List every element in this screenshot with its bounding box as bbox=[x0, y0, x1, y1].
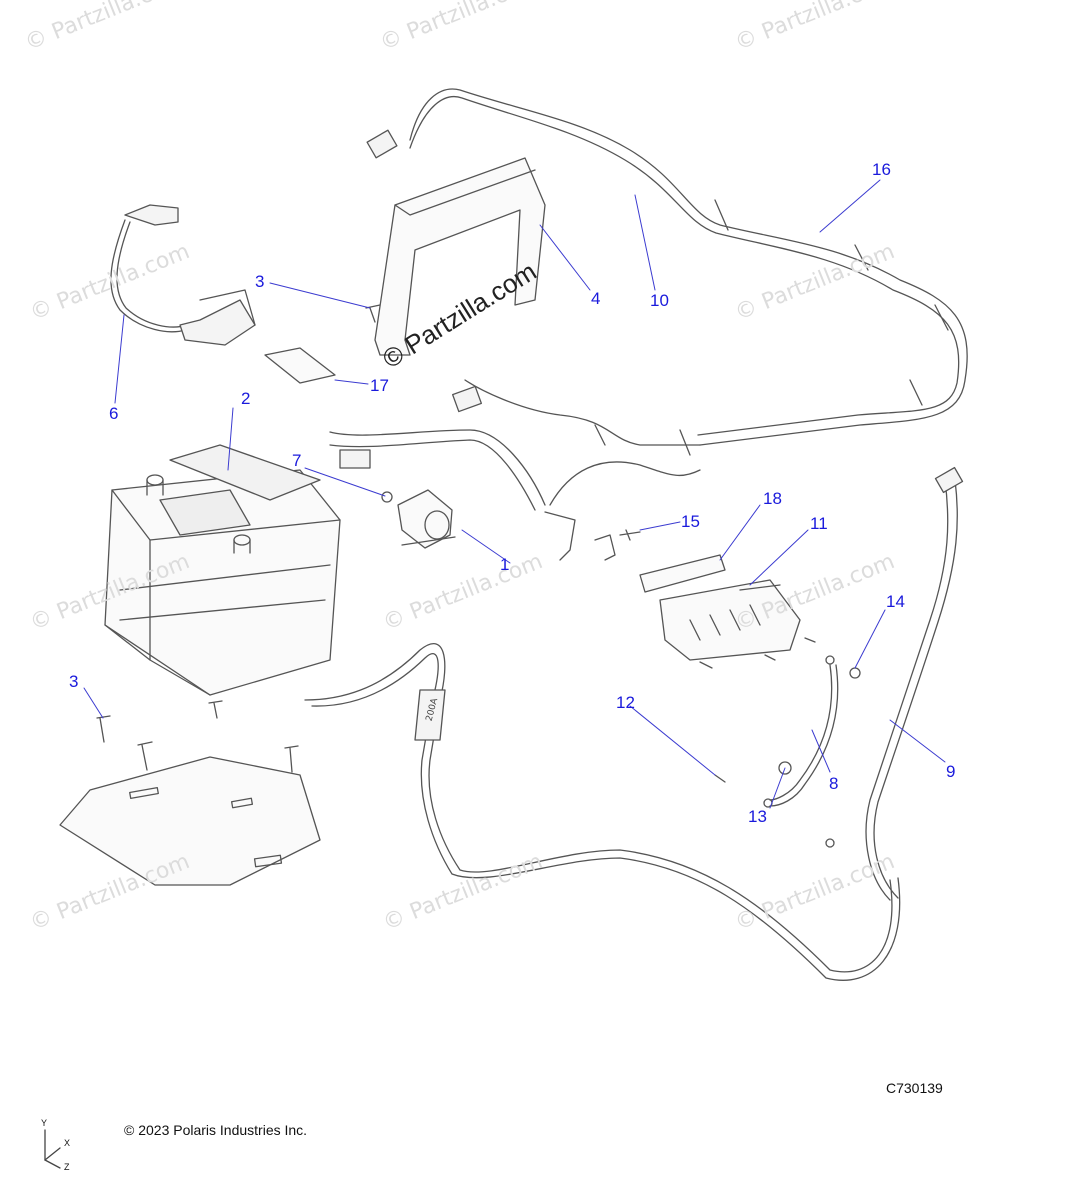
cable-8 bbox=[763, 655, 839, 808]
bolts bbox=[96, 304, 381, 773]
battery-bracket bbox=[374, 157, 546, 356]
callout-6[interactable]: 6 bbox=[109, 404, 119, 423]
callout-3[interactable]: 3 bbox=[69, 672, 79, 691]
battery-cable-200a bbox=[304, 643, 901, 981]
label-17 bbox=[264, 347, 336, 384]
callout-3[interactable]: 3 bbox=[255, 272, 265, 291]
callout-10[interactable]: 10 bbox=[650, 291, 669, 310]
cable-6 bbox=[110, 204, 256, 346]
cable-9 bbox=[825, 466, 964, 901]
callout-13[interactable]: 13 bbox=[748, 807, 767, 826]
fuse-box bbox=[659, 579, 801, 661]
nut-7 bbox=[381, 491, 393, 503]
copyright-text: © 2023 Polaris Industries Inc. bbox=[124, 1122, 308, 1138]
bolts-fusebox bbox=[699, 637, 816, 669]
wire-harness bbox=[329, 88, 968, 561]
solenoid bbox=[397, 489, 456, 549]
battery-tray bbox=[59, 756, 321, 886]
axis-gizmo bbox=[44, 1129, 61, 1169]
callout-12[interactable]: 12 bbox=[616, 693, 635, 712]
callout-9[interactable]: 9 bbox=[946, 762, 956, 781]
nut-13 bbox=[778, 761, 792, 775]
callout-7[interactable]: 7 bbox=[292, 451, 302, 470]
battery bbox=[104, 444, 341, 696]
axis-y-label: Y bbox=[41, 1118, 48, 1128]
leader-lines bbox=[83, 179, 946, 809]
label-18 bbox=[639, 554, 726, 593]
axis-z-label: Z bbox=[64, 1162, 70, 1172]
callout-8[interactable]: 8 bbox=[829, 774, 839, 793]
callout-15[interactable]: 15 bbox=[681, 512, 700, 531]
callout-17[interactable]: 17 bbox=[370, 376, 389, 395]
callout-1[interactable]: 1 bbox=[500, 555, 510, 574]
callout-14[interactable]: 14 bbox=[886, 592, 905, 611]
callout-16[interactable]: 16 bbox=[872, 160, 891, 179]
screw-12 bbox=[714, 774, 726, 783]
nut-14 bbox=[849, 667, 861, 679]
callout-11[interactable]: 11 bbox=[810, 514, 828, 533]
callout-18[interactable]: 18 bbox=[763, 489, 782, 508]
callout-4[interactable]: 4 bbox=[591, 289, 601, 308]
bolt-15 bbox=[619, 529, 641, 541]
axis-x-label: X bbox=[64, 1138, 71, 1148]
clip bbox=[594, 534, 616, 561]
callout-2[interactable]: 2 bbox=[241, 389, 251, 408]
reference-code: C730139 bbox=[886, 1080, 943, 1096]
